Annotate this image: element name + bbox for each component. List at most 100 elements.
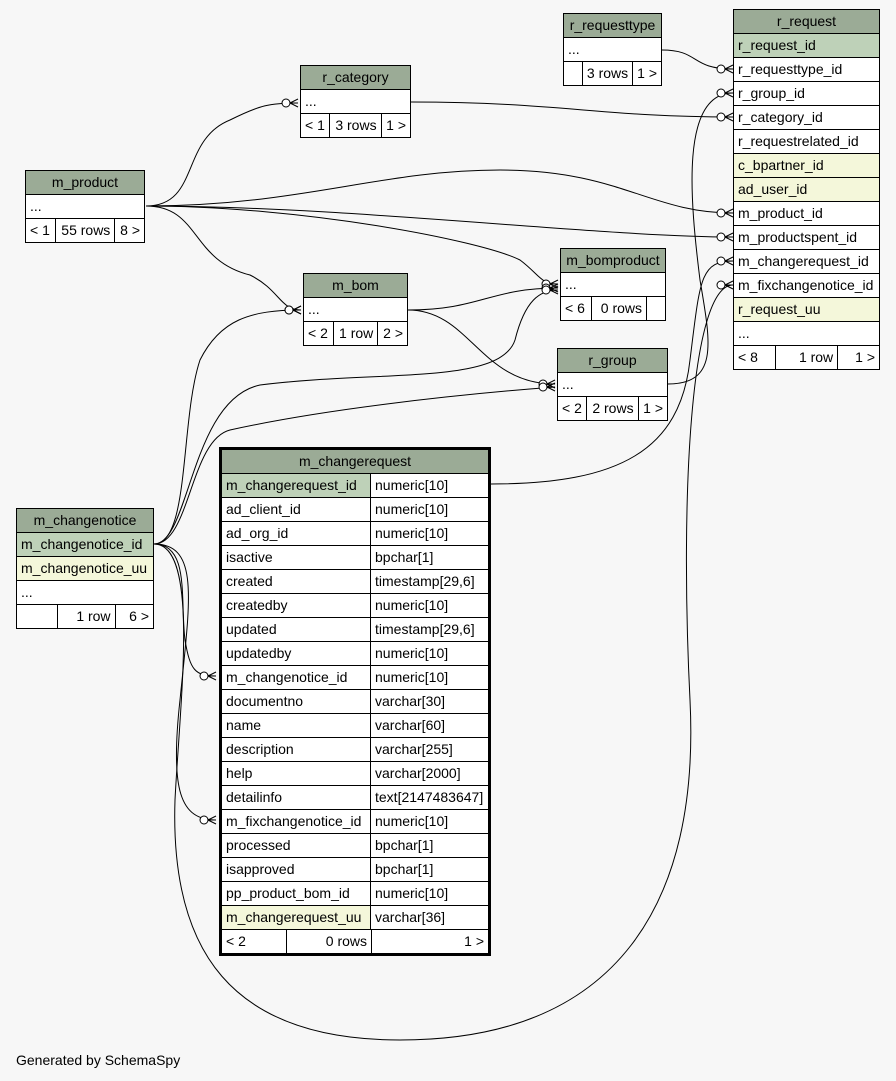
more-columns: ...	[560, 272, 666, 297]
crow-foot-marker	[716, 208, 734, 218]
nav-children[interactable]: 8 >	[114, 218, 145, 243]
column-name: m_changenotice_uu	[16, 556, 154, 581]
table-title: r_request	[733, 9, 880, 34]
footer-text: Generated by SchemaSpy	[16, 1052, 181, 1068]
column-type: varchar[2000]	[370, 761, 490, 786]
column-row[interactable]: m_product_id	[733, 201, 880, 226]
row-count: 1 row	[57, 604, 116, 629]
nav-children[interactable]: 1 >	[637, 396, 669, 421]
column-name: m_fixchangenotice_id	[733, 273, 880, 298]
nav-parents[interactable]: < 1	[299, 113, 331, 138]
nav-parents[interactable]	[16, 604, 58, 629]
edge-group-request	[667, 92, 734, 385]
edge-notice-bomproduct	[153, 289, 559, 545]
table-m_bomproduct[interactable]: m_bomproduct ... < 6 0 rows	[559, 248, 666, 321]
column-row[interactable]: c_bpartner_id	[733, 153, 880, 178]
nav-parents[interactable]: < 1	[25, 218, 56, 243]
table-r_requesttype[interactable]: r_requesttype ... 3 rows 1 >	[563, 13, 662, 86]
edge-product-category	[145, 102, 299, 207]
row-count: 0 rows	[591, 296, 647, 321]
crow-foot-marker	[716, 232, 734, 242]
column-row[interactable]: r_requesttype_id	[733, 57, 880, 82]
column-row[interactable]: m_changenotice_uu	[16, 556, 154, 581]
column-row[interactable]: r_category_id	[733, 105, 880, 130]
nav-children[interactable]: 1 >	[464, 933, 484, 949]
column-type: timestamp[29,6]	[370, 569, 490, 594]
table-title: r_category	[300, 65, 411, 90]
nav-children[interactable]: 1 >	[380, 113, 412, 138]
edge-bom-bomproduct	[407, 287, 559, 311]
column-type: text[2147483647]	[370, 785, 490, 810]
edge-product-bomproduct	[145, 205, 559, 285]
table-m_bom[interactable]: m_bom ... < 2 1 row 2 >	[303, 273, 408, 346]
nav-children[interactable]: 1 >	[632, 61, 662, 86]
column-name: updated	[220, 617, 371, 642]
table-title: m_bomproduct	[560, 248, 666, 273]
column-name: m_changerequest_uu	[220, 905, 371, 930]
column-name: r_requesttype_id	[733, 57, 880, 82]
table-m_product[interactable]: m_product ... < 1 55 rows 8 >	[25, 170, 145, 243]
table-r_group[interactable]: r_group ... < 2 2 rows 1 >	[556, 348, 669, 421]
nav-children[interactable]: 1 >	[837, 345, 880, 370]
column-name: m_product_id	[733, 201, 880, 226]
column-row[interactable]: m_productspent_id	[733, 225, 880, 250]
crow-foot-marker	[281, 98, 299, 108]
nav-children[interactable]: 6 >	[114, 604, 155, 629]
nav-parents[interactable]: < 6	[559, 296, 593, 321]
column-name: updatedby	[220, 641, 371, 666]
row-count: 3 rows	[329, 113, 382, 138]
column-row[interactable]: m_fixchangenotice_id	[733, 273, 880, 298]
column-name: r_requestrelated_id	[733, 129, 880, 154]
crow-foot-marker	[716, 88, 734, 98]
column-row[interactable]: r_request_uu	[733, 297, 880, 322]
column-row[interactable]: m_changenotice_id	[16, 532, 154, 557]
table-title: r_requesttype	[563, 13, 662, 38]
nav-parents[interactable]	[563, 61, 583, 86]
column-type: varchar[36]	[370, 905, 490, 930]
column-name: m_changenotice_id	[220, 665, 371, 690]
crow-foot-marker	[199, 815, 217, 825]
column-type: bpchar[1]	[370, 833, 490, 858]
column-row[interactable]: r_group_id	[733, 81, 880, 106]
column-row[interactable]: r_request_id	[733, 33, 880, 58]
nav-children[interactable]: 2 >	[377, 321, 408, 346]
nav-parents[interactable]: < 8	[733, 345, 776, 370]
table-title: m_changenotice	[16, 508, 154, 533]
edge-changerequest-request	[490, 260, 734, 485]
column-row[interactable]: r_requestrelated_id	[733, 129, 880, 154]
nav-children[interactable]	[646, 296, 666, 321]
nav-parents[interactable]: < 2	[303, 321, 334, 346]
crow-foot-marker	[284, 305, 302, 315]
column-type: numeric[10]	[370, 665, 490, 690]
column-row[interactable]: ad_user_id	[733, 177, 880, 202]
table-r_category[interactable]: r_category ... < 1 3 rows 1 >	[299, 65, 412, 138]
nav-parents[interactable]: < 2	[556, 396, 588, 421]
more-columns: ...	[25, 194, 145, 219]
column-row[interactable]: m_changerequest_id	[733, 249, 880, 274]
column-name: m_changerequest_id	[220, 473, 371, 498]
nav-parents[interactable]: < 2	[222, 930, 287, 953]
column-name: m_changenotice_id	[16, 532, 154, 557]
